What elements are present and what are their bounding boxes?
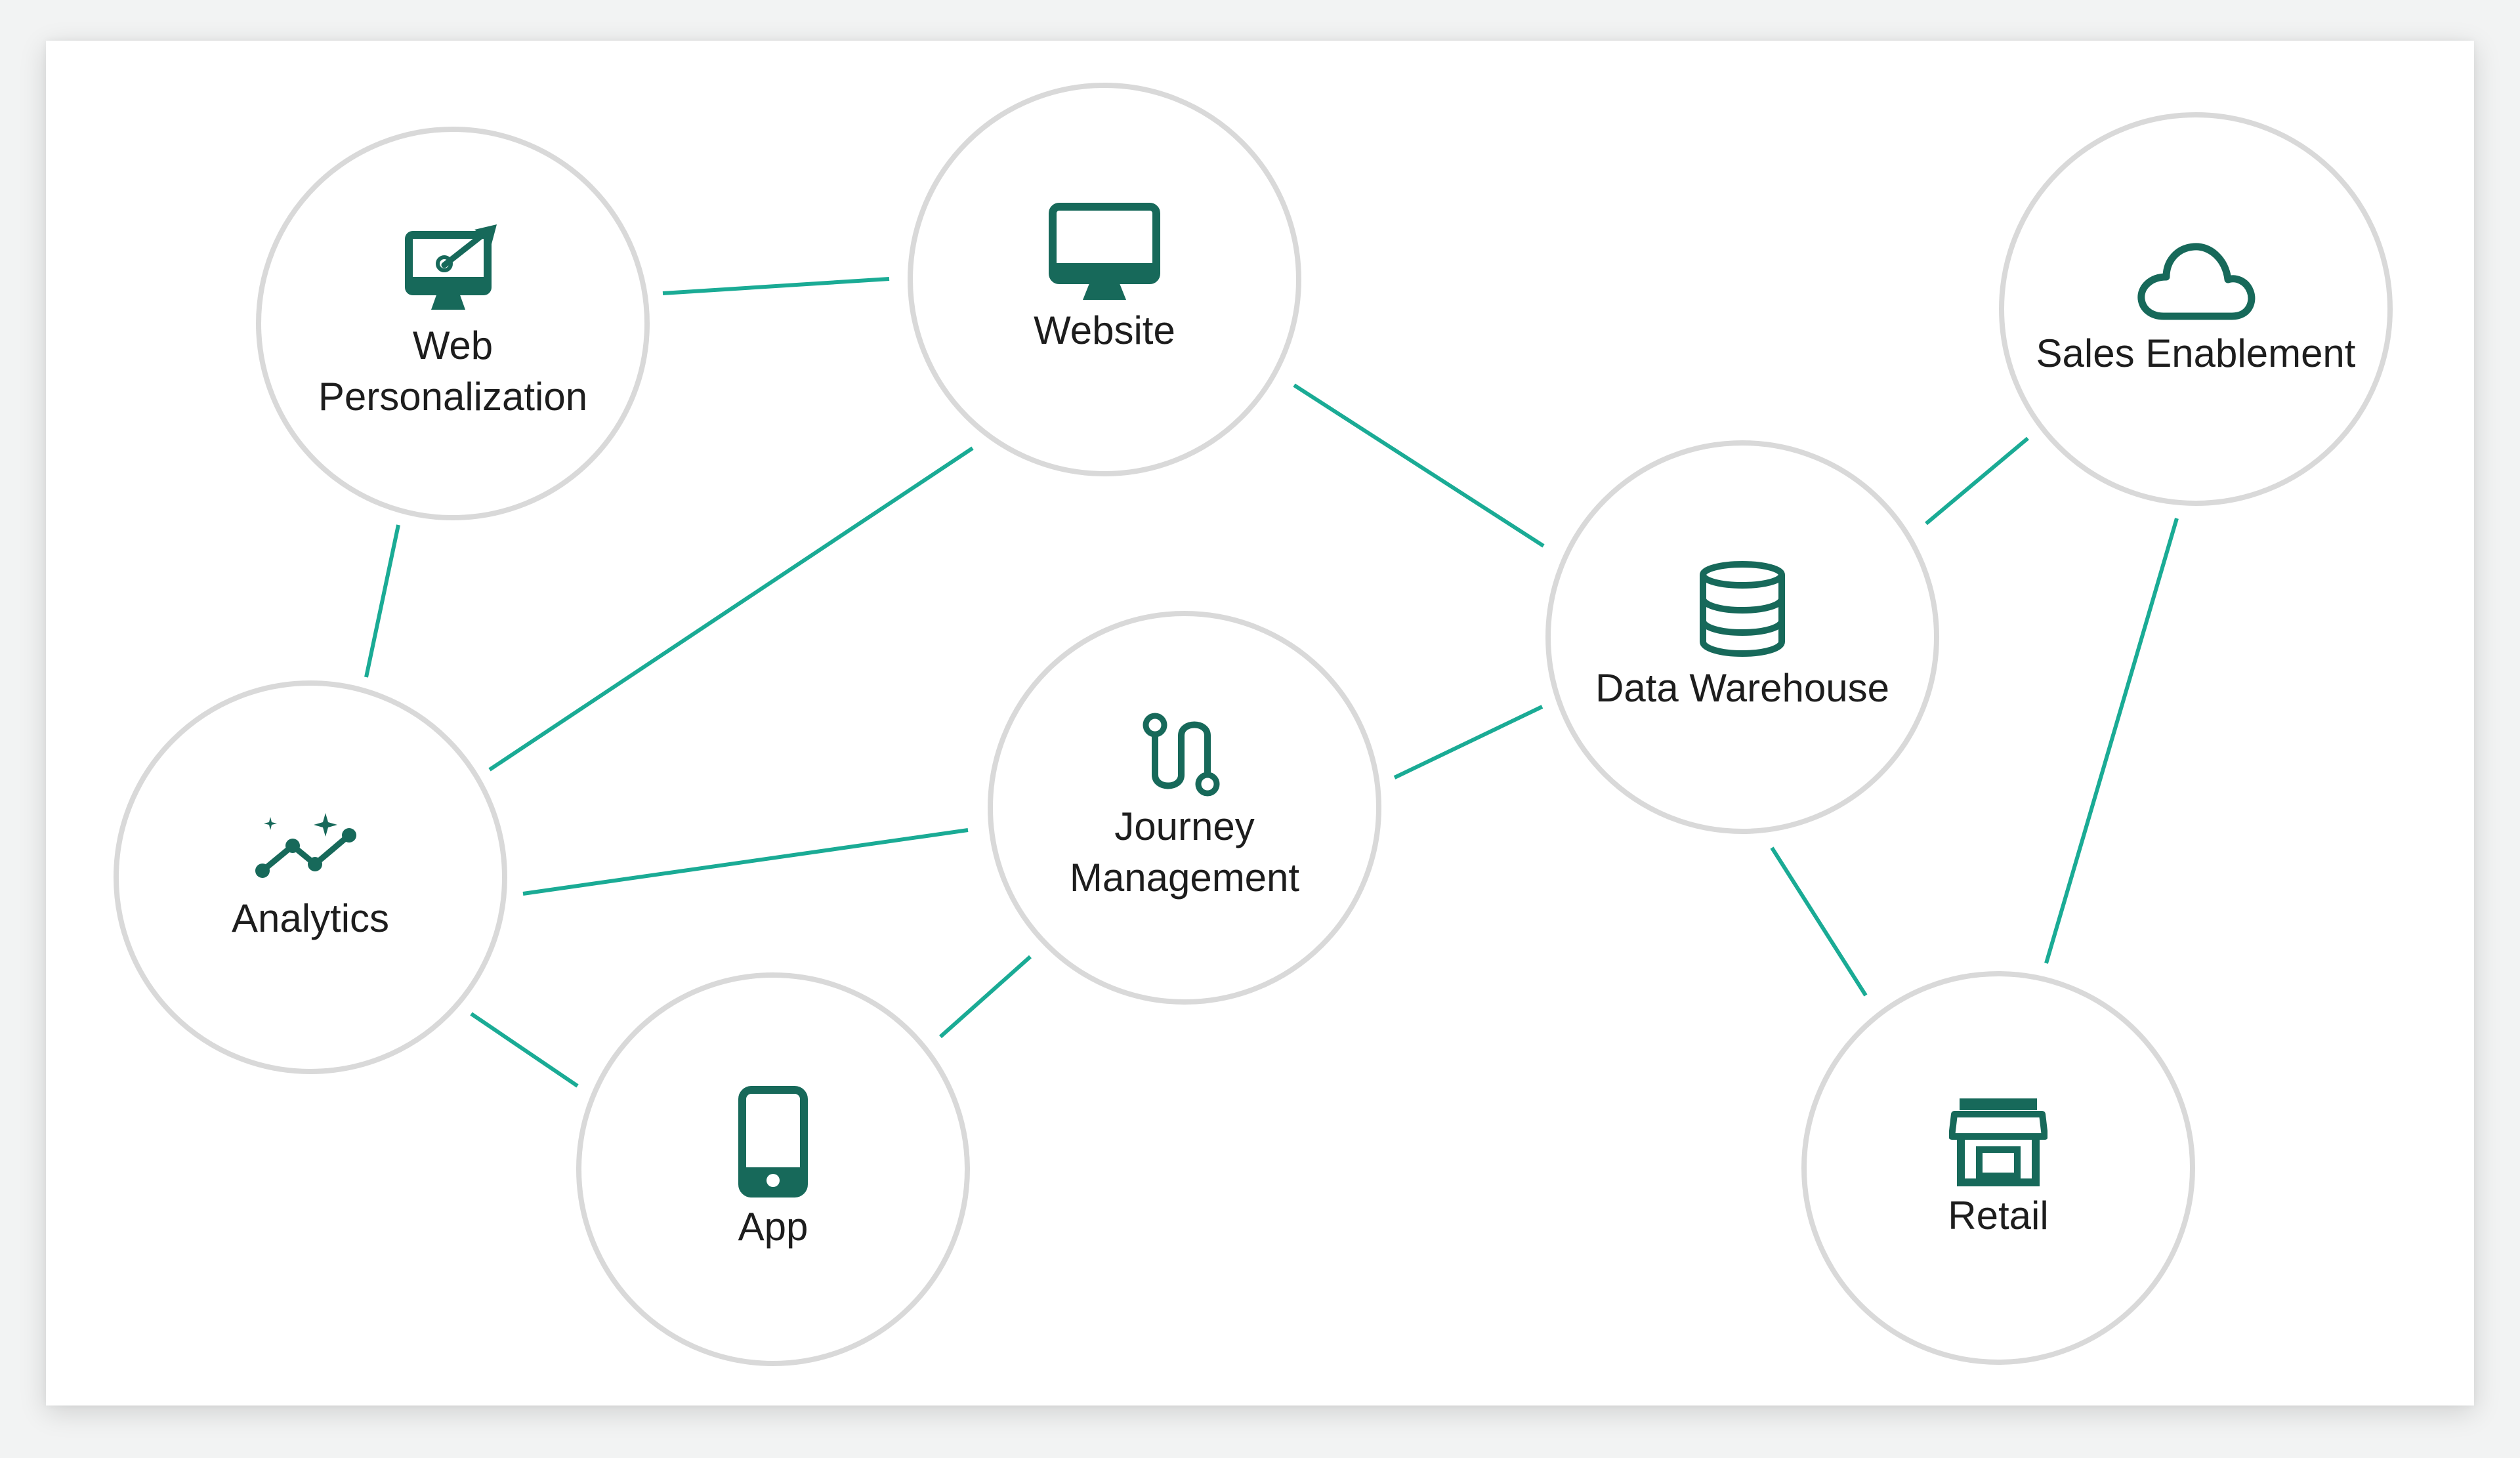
edge-journey-management-app [939,955,1032,1039]
node-label: Sales Enablement [2036,331,2356,375]
node-label: App [738,1205,808,1249]
edge-web-personalization-website [662,277,890,295]
edge-website-analytics [488,446,974,772]
node-retail: Retail [1801,971,2195,1365]
node-app: App [576,972,970,1366]
node-label: Web Personalization [318,323,588,419]
sparkle-trend-icon [255,813,356,878]
node-web-personalization: Web Personalization [256,127,650,520]
edge-web-personalization-analytics [364,524,400,678]
node-label: Analytics [231,896,390,940]
edge-analytics-journey-management [522,828,969,896]
node-label: Website [1034,308,1175,352]
storefront-icon [1949,1098,2048,1186]
node-label: Journey Management [1069,804,1300,900]
node-data-warehouse: Data Warehouse [1545,440,1939,834]
edge-data-warehouse-sales-enablement [1925,436,2029,526]
cloud-icon [2137,243,2256,320]
edge-journey-management-data-warehouse [1393,705,1544,780]
node-sales-enablement: Sales Enablement [1999,112,2393,506]
smartphone-icon [738,1086,808,1198]
node-label: Data Warehouse [1595,666,1889,710]
monitor-icon [1049,203,1160,300]
edge-data-warehouse-retail [1770,846,1868,997]
node-label: Retail [1948,1194,2049,1238]
edge-website-data-warehouse [1293,383,1545,548]
edge-sales-enablement-retail [2044,518,2179,964]
journey-path-icon [1143,713,1220,797]
monitor-brush-icon [405,224,497,310]
edge-analytics-app [470,1012,579,1088]
node-analytics: Analytics [114,680,507,1074]
node-website: Website [908,83,1301,476]
node-journey-management: Journey Management [988,611,1381,1005]
database-icon [1700,561,1785,657]
